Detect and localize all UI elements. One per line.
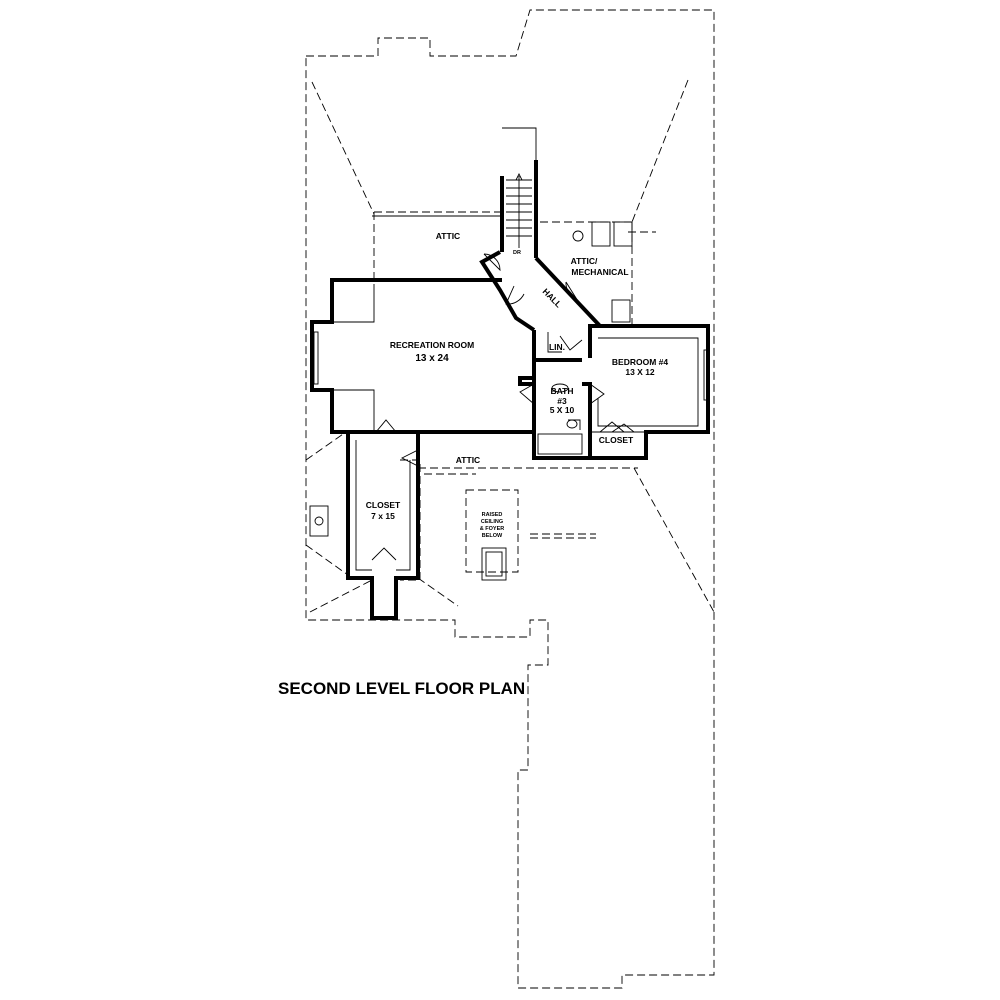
dr-label: DR xyxy=(513,250,521,256)
bedroom-4-dimensions: 13 X 12 xyxy=(625,367,655,377)
linen-label: LIN. xyxy=(549,342,565,352)
attic-mechanical-label-line2: MECHANICAL xyxy=(571,267,628,277)
raised-ceiling-label-3: & FOYER xyxy=(480,526,504,532)
mechanical-equipment xyxy=(572,221,633,323)
recreation-room-label: RECREATION ROOM xyxy=(390,340,474,350)
roof-outline xyxy=(305,9,715,989)
roof-hip-lines xyxy=(305,79,715,613)
door-swings xyxy=(375,253,635,467)
interior-lines xyxy=(309,284,709,581)
attic-middle-label: ATTIC xyxy=(456,455,480,465)
recreation-room-dimensions: 13 x 24 xyxy=(415,353,449,364)
attic-top-label: ATTIC xyxy=(436,231,460,241)
attic-mechanical-label-line1: ATTIC/ xyxy=(571,256,598,266)
bath-3-dimensions: 5 X 10 xyxy=(550,405,575,415)
walk-in-closet-dimensions: 7 x 15 xyxy=(371,511,395,521)
bedroom-closet-label: CLOSET xyxy=(599,435,634,445)
bedroom-4-label: BEDROOM #4 xyxy=(612,357,668,367)
staircase xyxy=(500,127,538,258)
raised-ceiling-label-2: CEILING xyxy=(481,519,503,525)
bath-3-label-line2: #3 xyxy=(557,396,567,406)
raised-ceiling-label-4: BELOW xyxy=(482,533,503,539)
hall-label: HALL xyxy=(541,286,564,309)
walk-in-closet-label: CLOSET xyxy=(366,500,401,510)
plan-title: SECOND LEVEL FLOOR PLAN xyxy=(278,679,525,698)
raised-ceiling-label-1: RAISED xyxy=(482,512,503,518)
attic-boundaries xyxy=(372,211,656,581)
walls xyxy=(310,250,710,620)
bath-3-label-line1: BATH xyxy=(551,386,574,396)
